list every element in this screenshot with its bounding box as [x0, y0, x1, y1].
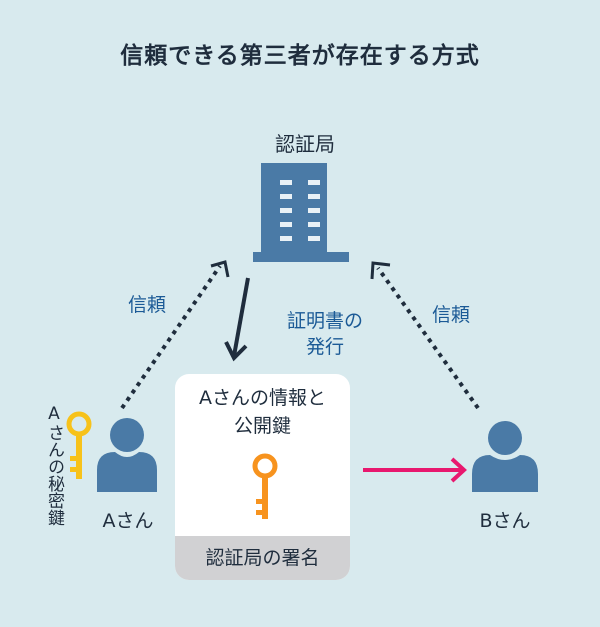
user-b-name: Bさん	[479, 510, 531, 532]
certificate-line1: Aさんの情報と	[199, 387, 326, 409]
issue-arrow	[224, 277, 250, 362]
certificate-line2: 公開鍵	[233, 415, 291, 437]
ca-signature: 認証局の署名	[175, 536, 350, 580]
building-icon	[253, 163, 349, 262]
issue-label-line2: 発行	[305, 336, 344, 358]
issue-certificate-label: 証明書の 発行	[270, 308, 380, 360]
trust-label-left: 信頼	[128, 294, 167, 316]
send-arrow	[363, 457, 467, 483]
certificate-content: Aさんの情報と 公開鍵	[175, 384, 350, 440]
public-key-icon	[252, 453, 278, 519]
person-b-icon	[472, 421, 538, 492]
diagram-title: 信頼できる第三者が存在する方式	[120, 43, 480, 69]
secret-key-label: Aさんの秘密鍵	[44, 404, 64, 526]
trust-arrow-left	[120, 260, 230, 410]
certificate-authority-label: 認証局	[275, 132, 335, 156]
certificate-card: Aさんの情報と 公開鍵 認証局の署名	[175, 374, 350, 580]
person-a-icon	[97, 418, 157, 492]
secret-key-icon	[66, 411, 92, 479]
trust-arrow-right	[370, 261, 480, 410]
issue-label-line1: 証明書の	[286, 310, 363, 332]
user-a-name: Aさん	[102, 510, 154, 532]
trust-label-right: 信頼	[432, 304, 471, 326]
